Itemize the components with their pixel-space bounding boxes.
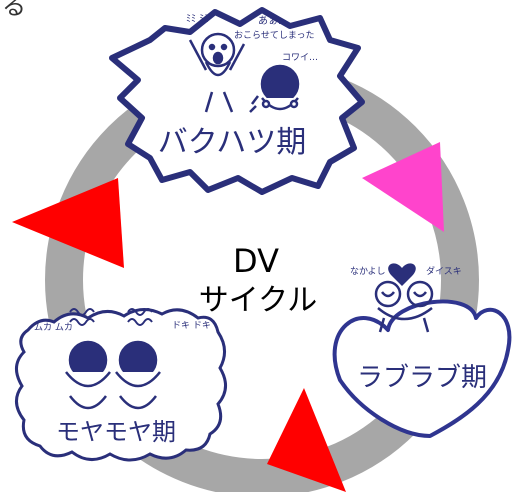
two-figures-icon	[65, 340, 161, 410]
lovelove-stage-label: ラブラブ期	[357, 363, 487, 393]
hugging-couple-icon	[374, 280, 434, 333]
squiggle-mark-left	[69, 308, 95, 326]
moyamoya-stage-label: モヤモヤ期	[56, 418, 176, 446]
arrow-pink	[362, 142, 444, 232]
shout-marks: ﾐﾐ ﾐﾐ	[186, 14, 209, 25]
dokidoki-note: ドキ ドキ	[172, 321, 211, 331]
fear-text: コワイ…	[282, 53, 318, 63]
stage-explosion: ﾐﾐ ﾐﾐ あぁ… おこらせてしまった コワイ… バクハツ期	[109, 7, 365, 195]
explosion-burst-shape	[109, 7, 365, 195]
stage-lovelove: なかよし ダイスキ ラブラブ期	[332, 263, 512, 438]
arrow-red-left	[12, 178, 124, 268]
lovelove-heart-shape	[332, 299, 512, 438]
angry-figure-icon	[188, 32, 246, 113]
corner-character: る	[2, 0, 26, 20]
arrow-red-bottom	[267, 388, 346, 492]
squiggle-mark-right	[127, 308, 153, 326]
moyamoya-cloud-shape	[15, 308, 227, 462]
stage-moyamoya: ムカ ムカ ドキ ドキ モヤモヤ期	[15, 308, 227, 462]
scared-figure-icon	[249, 64, 300, 113]
explosion-stage-label: バクハツ期	[158, 125, 307, 160]
speech-line-1: あぁ…	[258, 15, 288, 27]
mukamuka-note: ムカ ムカ	[34, 322, 73, 333]
center-title-dv: DV	[233, 242, 279, 280]
speech-line-2: おこらせてしまった	[234, 30, 314, 41]
small-heart-icon	[388, 263, 416, 286]
daisuki-note: ダイスキ	[426, 265, 462, 277]
nakayoshi-note: なかよし	[350, 266, 386, 277]
center-title-cycle: サイクル	[199, 283, 318, 318]
